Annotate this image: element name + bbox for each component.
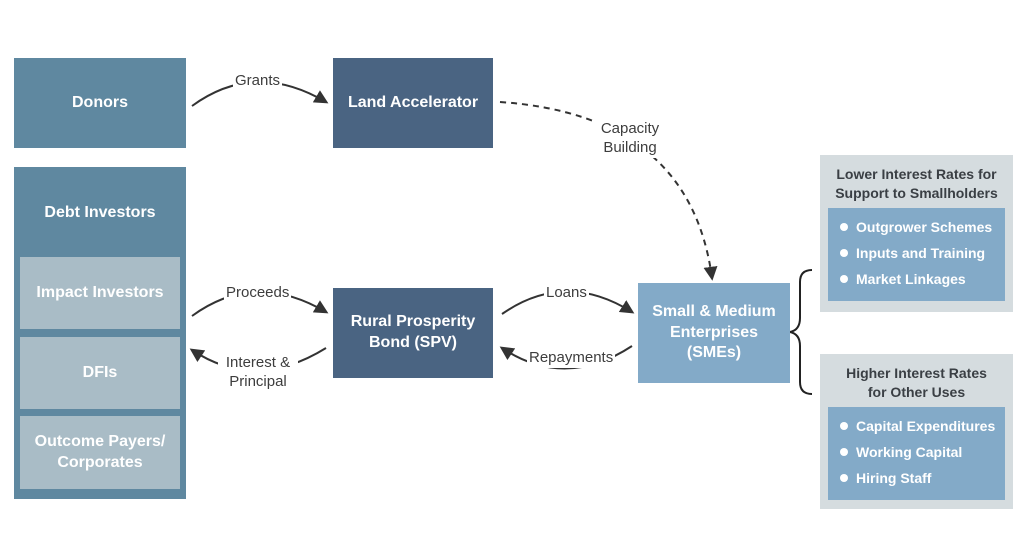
list-item: Hiring Staff [828,465,1005,491]
list-item-label: Hiring Staff [856,470,932,486]
grants-label: Grants [233,72,283,91]
bullet-icon [840,249,848,257]
outcome-payers-label: Outcome Payers/ Corporates [34,432,166,471]
list-item-label: Outgrower Schemes [856,219,993,235]
smes-label: Small & Medium Enterprises (SMEs) [652,302,776,362]
list-item: Working Capital [828,439,1005,465]
impact-investors-node: Impact Investors [20,257,180,329]
dfis-label: DFIs [82,363,118,381]
lower-rates-title: Lower Interest Rates for Support to Smal… [835,166,998,201]
bullet-icon [840,275,848,283]
proceeds-label: Proceeds [224,284,292,303]
list-item-label: Market Linkages [856,271,966,287]
land-accelerator-node: Land Accelerator [333,58,493,148]
list-item: Inputs and Training [828,240,1005,266]
list-item: Capital Expenditures [828,413,1005,439]
outcome-payers-node: Outcome Payers/ Corporates [20,416,180,489]
list-item-label: Working Capital [856,444,963,460]
donors-node: Donors [14,58,186,148]
bullet-icon [840,422,848,430]
list-item-label: Inputs and Training [856,245,986,261]
list-item: Outgrower Schemes [828,214,1005,240]
list-item: Market Linkages [828,266,1005,292]
smes-node: Small & Medium Enterprises (SMEs) [638,283,790,383]
brace-icon [789,269,813,395]
bullet-icon [840,223,848,231]
repayments-arrow [499,345,633,370]
higher-rates-panel: Higher Interest Rates for Other Uses Cap… [820,354,1013,509]
lower-rates-list: Outgrower Schemes Inputs and Training Ma… [828,208,1005,301]
land-accelerator-label: Land Accelerator [347,93,479,111]
impact-investors-label: Impact Investors [36,283,164,301]
dfis-node: DFIs [20,337,180,409]
donors-label: Donors [72,93,128,111]
bond-node: Rural Prosperity Bond (SPV) [333,288,493,378]
bullet-icon [840,448,848,456]
higher-rates-list: Capital Expenditures Working Capital Hir… [828,407,1005,500]
capacity-building-label: Capacity Building [592,120,668,158]
lower-rates-panel: Lower Interest Rates for Support to Smal… [820,155,1013,312]
bullet-icon [840,474,848,482]
repayments-label: Repayments [527,349,616,368]
list-item-label: Capital Expenditures [856,418,996,434]
debt-investors-label: Debt Investors [44,204,156,221]
higher-rates-title: Higher Interest Rates for Other Uses [846,365,987,400]
loans-label: Loans [544,284,589,303]
interest-principal-label: Interest & Principal [218,354,298,392]
bond-label: Rural Prosperity Bond (SPV) [350,313,476,351]
